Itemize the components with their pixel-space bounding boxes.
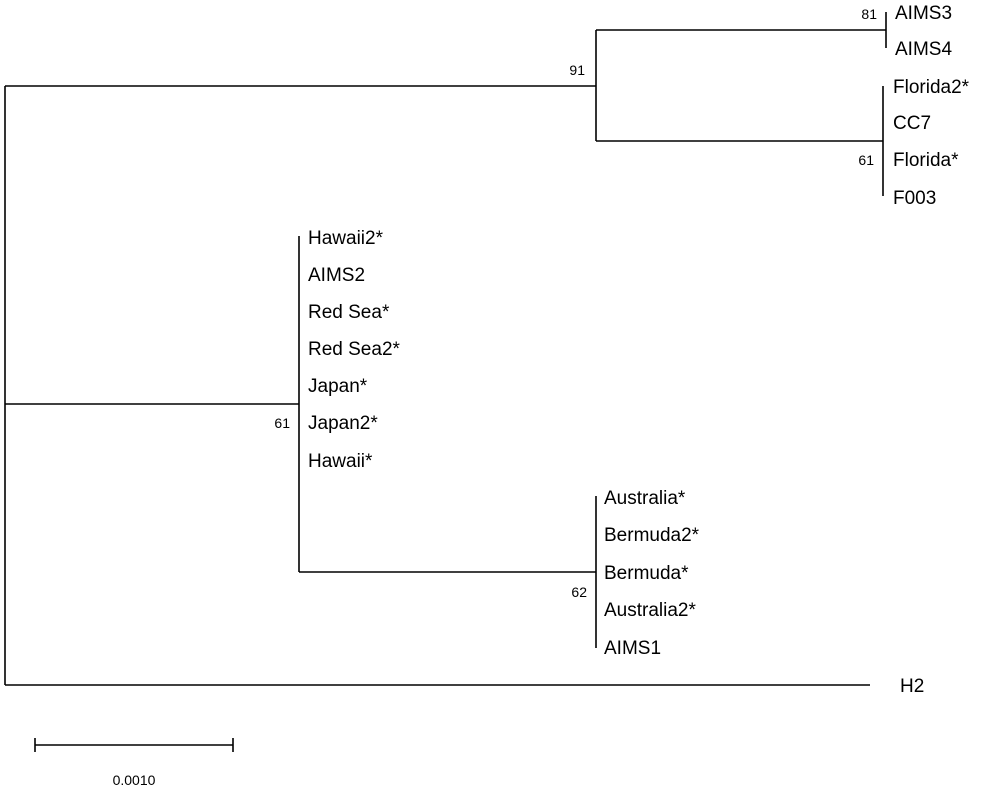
taxon-label-aims4: AIMS4 — [895, 39, 952, 60]
taxon-label-hawaii2: Hawaii2* — [308, 228, 384, 249]
taxon-label-aims2: AIMS2 — [308, 265, 365, 286]
taxon-label-red-sea: Red Sea* — [308, 302, 390, 323]
support-lower-clade: 61 — [274, 415, 290, 431]
taxon-label-australia2: Australia2* — [604, 600, 696, 621]
taxon-label-bermuda2: Bermuda2* — [604, 525, 700, 546]
taxon-label-bermuda: Bermuda* — [604, 563, 689, 584]
taxon-label-florida2: Florida2* — [893, 77, 970, 98]
taxon-label-australia: Australia* — [604, 488, 686, 509]
taxon-label-h2: H2 — [900, 676, 924, 697]
taxon-label-hawaii: Hawaii* — [308, 451, 373, 472]
taxon-label-florida: Florida* — [893, 150, 959, 171]
taxon-label-cc7: CC7 — [893, 113, 931, 134]
taxon-label-aims3: AIMS3 — [895, 3, 952, 24]
taxon-label-japan: Japan* — [308, 376, 368, 397]
scale-bar: 0.0010 — [34, 738, 234, 788]
support-florida-group: 61 — [858, 152, 874, 168]
taxon-label-f003: F003 — [893, 188, 936, 209]
support-upper-clade: 91 — [569, 62, 585, 78]
support-aims3-aims4: 81 — [861, 6, 877, 22]
taxon-label-aims1: AIMS1 — [604, 638, 661, 659]
taxon-label-japan2: Japan2* — [308, 413, 378, 434]
taxon-label-red-sea2: Red Sea2* — [308, 339, 401, 360]
scale-bar-label: 0.0010 — [113, 772, 156, 788]
support-australia-group: 62 — [571, 584, 587, 600]
